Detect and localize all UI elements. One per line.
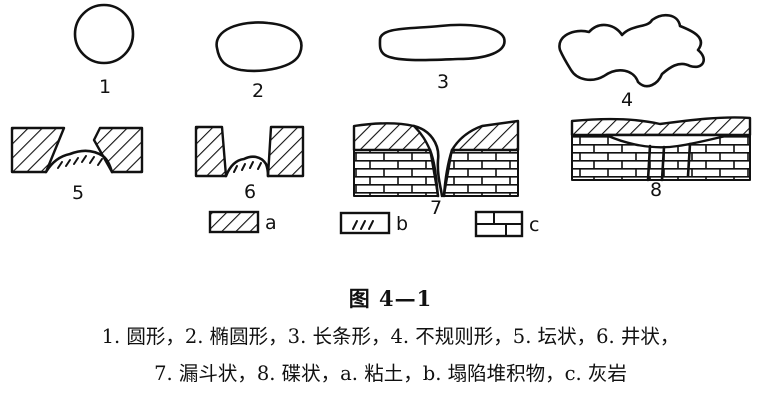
legend-a-label: a bbox=[265, 212, 277, 234]
legend-a-clay: a bbox=[208, 210, 277, 234]
shape-3-elongated: 3 bbox=[378, 23, 506, 93]
caption-line-1: 1. 圆形，2. 椭圆形，3. 长条形，4. 不规则形，5. 坛状，6. 井状， bbox=[101, 325, 680, 348]
profile-6-label: 6 bbox=[244, 181, 256, 203]
profile-7-label: 7 bbox=[430, 197, 442, 219]
legend-c-label: c bbox=[529, 214, 539, 236]
legend-b-label: b bbox=[396, 213, 408, 235]
caption-line-2: 7. 漏斗状，8. 碟状，a. 粘土，b. 塌陷堆积物，c. 灰岩 bbox=[154, 362, 627, 385]
shape-3-label: 3 bbox=[437, 71, 449, 93]
shape-2-ellipse: 2 bbox=[215, 21, 303, 102]
shape-4-irregular: 4 bbox=[558, 13, 706, 111]
shape-2-label: 2 bbox=[252, 80, 264, 102]
profile-8-dish-shaped: 8 bbox=[570, 116, 752, 201]
figure-title: 图 4—1 bbox=[348, 286, 433, 311]
shape-1-circle: 1 bbox=[73, 3, 135, 98]
shape-4-label: 4 bbox=[621, 89, 633, 111]
profile-7-funnel-shaped: 7 bbox=[352, 119, 520, 219]
profile-5-label: 5 bbox=[72, 182, 84, 204]
shape-1-label: 1 bbox=[99, 76, 111, 98]
legend-c-limestone: c bbox=[474, 210, 539, 238]
profile-6-well-shaped: 6 bbox=[194, 125, 305, 203]
profile-8-label: 8 bbox=[650, 179, 662, 201]
legend-b-collapse-deposit: b bbox=[339, 211, 408, 235]
profile-5-jar-shaped: 5 bbox=[10, 126, 144, 204]
